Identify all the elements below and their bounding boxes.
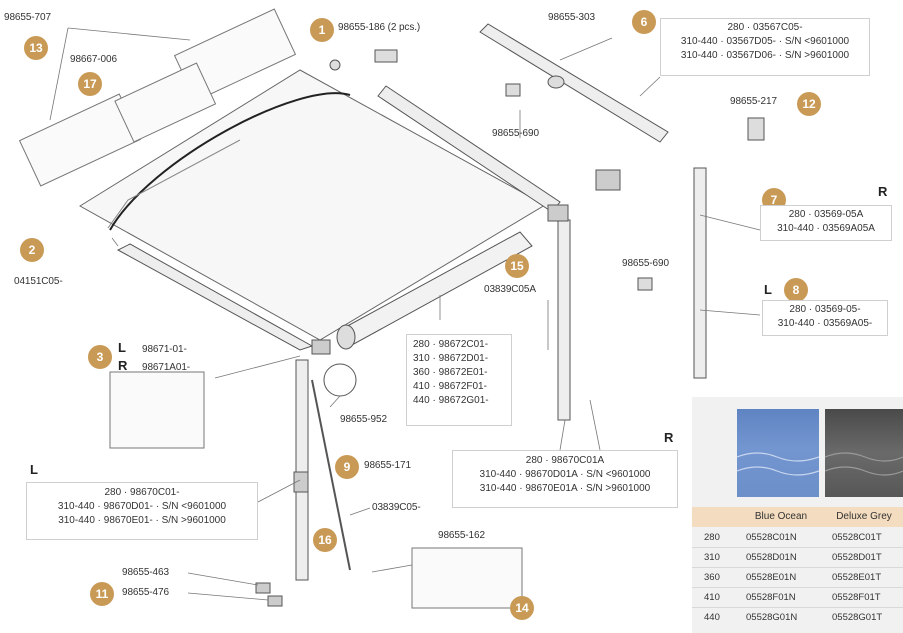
label-98671-01: 98671-01-: [142, 344, 187, 355]
support-brace: [311, 379, 351, 571]
label-98655-186: 98655-186 (2 pcs.): [338, 22, 421, 33]
side-indicator-l: L: [30, 462, 38, 477]
row-size: 440: [704, 612, 720, 623]
right-leg-front: [693, 167, 707, 379]
table-header-blank: [692, 507, 737, 527]
callout-badge-13: 13: [24, 36, 48, 60]
part-line: 280 · 03567C05-: [727, 22, 803, 33]
roller-tube-part-box: 280 · 98672C01- 310 · 98672D01- 360 · 98…: [406, 334, 512, 426]
callout-badge-6: 6: [632, 10, 656, 34]
row-grey-part: 05528D01T: [832, 552, 882, 563]
swatch-deluxe-grey: [824, 409, 903, 497]
part-line: 280 · 03569-05-: [789, 304, 861, 315]
row-grey-part: 05528C01T: [832, 532, 882, 543]
part-line: 360 · 98672E01-: [413, 367, 488, 378]
part-box-8: 280 · 03569-05- 310-440 · 03569A05-: [762, 300, 888, 336]
column-header-blue-ocean: Blue Ocean: [737, 507, 825, 527]
canopy-front-curve: [109, 92, 351, 231]
label-98655-303: 98655-303: [548, 12, 595, 23]
row-blue-part: 05528E01N: [746, 572, 797, 583]
part-line: 310-440 · 03567D06- · S/N >9601000: [680, 50, 850, 61]
label-98655-463: 98655-463: [122, 567, 169, 578]
part-box-6: 280 · 03567C05- 310-440 · 03567D05- · S/…: [660, 18, 870, 76]
callout-badge-11: 11: [90, 582, 114, 606]
part-line: 310-440 · 98670D01- · S/N <9601000: [57, 501, 227, 512]
callout-badge-14: 14: [510, 596, 534, 620]
label-98655-690-upper: 98655-690: [492, 128, 539, 139]
side-indicator-l: L: [764, 282, 772, 297]
row-size: 360: [704, 572, 720, 583]
row-divider: [692, 547, 903, 548]
left-arm-part-box: 280 · 98670C01- 310-440 · 98670D01- · S/…: [26, 482, 258, 540]
part-line: 310 · 98672D01-: [413, 353, 489, 364]
row-size: 280: [704, 532, 720, 543]
row-size: 310: [704, 552, 720, 563]
row-divider: [692, 607, 903, 608]
callout-badge-8: 8: [784, 278, 808, 302]
row-size: 410: [704, 592, 720, 603]
part-line: 440 · 98672G01-: [413, 395, 489, 406]
label-04151c05: 04151C05-: [14, 276, 63, 287]
side-indicator-r: R: [664, 430, 674, 445]
part-line: 310-440 · 98670D01A · S/N <9601000: [479, 469, 651, 480]
label-98655-707: 98655-707: [4, 12, 51, 23]
part-line: 310-440 · 98670E01- · S/N >9601000: [58, 515, 226, 526]
wave-pattern: [824, 452, 903, 476]
part-line: 410 · 98672F01-: [413, 381, 487, 392]
side-indicator-r: R: [118, 358, 128, 373]
part-line: 280 · 98670C01-: [104, 487, 180, 498]
row-divider: [692, 567, 903, 568]
row-grey-part: 05528E01T: [832, 572, 882, 583]
row-grey-part: 05528G01T: [832, 612, 883, 623]
row-blue-part: 05528D01N: [746, 552, 797, 563]
callout-badge-2: 2: [20, 238, 44, 262]
callout-badge-17: 17: [78, 72, 102, 96]
callout-badge-15: 15: [505, 254, 529, 278]
rear-rail: [377, 85, 561, 213]
part-line: 310-440 · 03569A05-: [777, 318, 873, 329]
part-line: 310-440 · 03567D05- · S/N <9601000: [680, 36, 850, 47]
label-98655-162: 98655-162: [438, 530, 485, 541]
callout-badge-1: 1: [310, 18, 334, 42]
part-box-7: 280 · 03569-05A 310-440 · 03569A05A: [760, 205, 892, 241]
side-indicator-l: L: [118, 340, 126, 355]
part-line: 280 · 98670C01A: [525, 455, 605, 466]
label-98667-006: 98667-006: [70, 54, 117, 65]
label-98655-952: 98655-952: [340, 414, 387, 425]
right-arm-part-box: 280 · 98670C01A 310-440 · 98670D01A · S/…: [452, 450, 678, 508]
part-line: 280 · 03569-05A: [788, 209, 864, 220]
wave-pattern: [736, 452, 820, 476]
swatch-blue-ocean: [736, 409, 820, 497]
part-line: 280 · 98672C01-: [413, 339, 489, 350]
row-blue-part: 05528G01N: [746, 612, 798, 623]
left-leg: [295, 359, 309, 581]
right-leg-rear: [557, 219, 571, 421]
label-98655-217: 98655-217: [730, 96, 777, 107]
label-98655-476: 98655-476: [122, 587, 169, 598]
label-03839c05a: 03839C05A: [484, 284, 536, 295]
row-divider: [692, 587, 903, 588]
row-grey-part: 05528F01T: [832, 592, 881, 603]
callout-badge-16: 16: [313, 528, 337, 552]
side-indicator-r: R: [878, 184, 888, 199]
label-98655-690-lower: 98655-690: [622, 258, 669, 269]
callout-badge-3: 3: [88, 345, 112, 369]
label-98655-171: 98655-171: [364, 460, 411, 471]
column-header-deluxe-grey: Deluxe Grey: [825, 507, 903, 527]
fabric-color-table: Blue Ocean Deluxe Grey 280 05528C01N 055…: [692, 397, 903, 633]
top-arm-bar: [479, 23, 669, 143]
part-line: 310-440 · 03569A05A: [777, 223, 875, 234]
label-03839c05: 03839C05-: [372, 502, 421, 513]
row-blue-part: 05528C01N: [746, 532, 797, 543]
callout-badge-12: 12: [797, 92, 821, 116]
part-line: 310-440 · 98670E01A · S/N >9601000: [479, 483, 651, 494]
row-blue-part: 05528F01N: [746, 592, 796, 603]
callout-badge-9: 9: [335, 455, 359, 479]
label-98671a01: 98671A01-: [142, 362, 191, 373]
